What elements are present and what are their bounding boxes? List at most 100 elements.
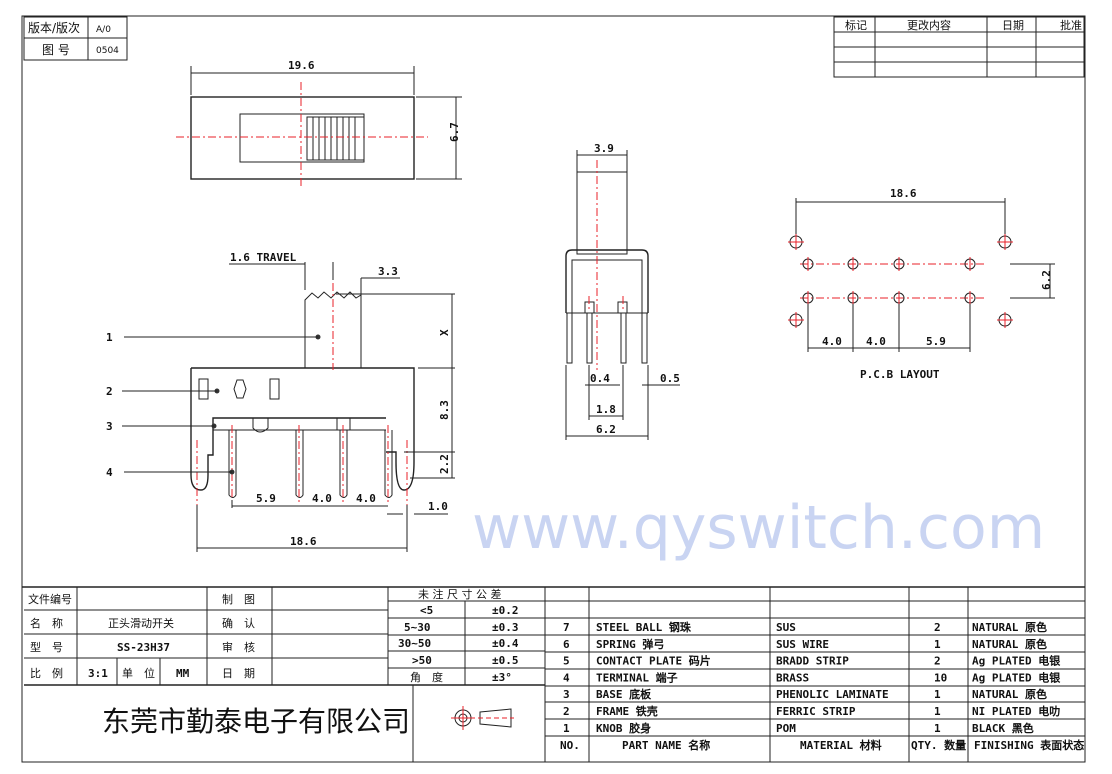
bom-part-name: STEEL BALL 钢珠 [596, 620, 692, 634]
bom-finishing: BLACK 黑色 [972, 721, 1034, 735]
bom-header-qty: QTY. 数量 [911, 738, 966, 752]
front-span1-dim: 1.8 [596, 403, 616, 416]
bom-material: BRASS [776, 671, 809, 684]
rev-header-content: 更改内容 [907, 18, 951, 32]
bom-no: 5 [563, 655, 570, 668]
tol-value: ±0.3 [492, 621, 519, 634]
review-label: 审 核 [222, 640, 255, 654]
top-height-dim: 6.7 [448, 122, 461, 142]
pcb-pitch-2: 4.0 [866, 335, 886, 348]
name-label: 名 称 [30, 616, 63, 630]
bom-qty: 2 [934, 655, 941, 668]
version-block: 版本/版次 A/0 图 号 0504 [23, 16, 128, 61]
tol-value: ±3° [492, 671, 512, 684]
sheet-border [21, 15, 1086, 763]
bom-material: SUS [776, 621, 796, 634]
pcb-height-dim: 6.2 [1040, 270, 1053, 290]
rev-header-mark: 标记 [845, 18, 867, 32]
file-no-label: 文件编号 [28, 592, 72, 606]
bom-no: 2 [563, 705, 570, 718]
unit-value: MM [176, 667, 190, 680]
front-top-dim: 3.9 [594, 142, 614, 155]
x-dim: X [438, 329, 451, 336]
version-value: A/0 [96, 25, 111, 35]
bom-part-name: SPRING 弹弓 [596, 637, 664, 651]
rev-header-approve: 批准 [1060, 18, 1082, 32]
pcb-pitch-3: 5.9 [926, 335, 946, 348]
callout-1: 1 [106, 331, 113, 344]
pitch-dim-2: 4.0 [312, 492, 332, 505]
top-width-dim: 19.6 [288, 59, 315, 72]
top-view: 19.6 6.7 [176, 59, 462, 187]
bom-finishing: NATURAL 原色 [972, 687, 1047, 701]
bom-no: 3 [563, 688, 570, 701]
bom-part-name: CONTACT PLATE 码片 [596, 654, 711, 668]
pitch-dim-3: 4.0 [356, 492, 376, 505]
total-width-dim: 18.6 [290, 535, 317, 548]
pcb-pitch-1: 4.0 [822, 335, 842, 348]
bom-qty: 1 [934, 688, 941, 701]
front-pin2-dim: 0.5 [660, 372, 680, 385]
date-label: 日 期 [222, 667, 255, 680]
unit-label: 单 位 [122, 666, 155, 680]
callout-2: 2 [106, 385, 113, 398]
confirm-label: 确 认 [222, 617, 255, 630]
title-block: 文件编号 制 图 名 称 正头滑动开关 确 认 型 号 SS-23H37 审 核… [22, 586, 1085, 762]
name-value: 正头滑动开关 [108, 616, 174, 630]
front-span2-dim: 6.2 [596, 423, 616, 436]
bom-no: 7 [563, 621, 570, 634]
bom-qty: 2 [934, 621, 941, 634]
travel-dim: 1.6 TRAVEL [230, 251, 297, 264]
bom-material: FERRIC STRIP [776, 705, 856, 718]
tol-range: 30~50 [398, 637, 431, 650]
tolerance-title: 未 注 尺 寸 公 差 [418, 587, 501, 601]
model-value: SS-23H37 [117, 641, 170, 654]
side-view: 1 2 3 4 1.6 TRAVEL 3.3 X 8.3 2.2 5.9 4.0… [106, 251, 455, 552]
bom-qty: 1 [934, 638, 941, 651]
scale-value: 3:1 [88, 667, 108, 680]
rev-header-date: 日期 [1002, 19, 1024, 32]
bom-finishing: NATURAL 原色 [972, 620, 1047, 634]
bom-header-finishing: FINISHING 表面状态 [974, 738, 1084, 752]
knob-dim: 3.3 [378, 265, 398, 278]
bom-header-part-name: PART NAME 名称 [622, 738, 710, 752]
bom-qty: 1 [934, 722, 941, 735]
front-view: 3.9 0.4 0.5 1.8 6.2 [565, 142, 680, 440]
tol-range: >50 [412, 654, 432, 667]
bom-finishing: Ag PLATED 电银 [972, 670, 1061, 684]
bom-part-name: FRAME 铁壳 [596, 704, 658, 718]
tol-range: 5~30 [404, 621, 431, 634]
bom-part-name: TERMINAL 端子 [596, 670, 678, 684]
tol-value: ±0.2 [492, 604, 519, 617]
drawing-no-value: 0504 [96, 46, 119, 56]
tolerance-table: 未 注 尺 寸 公 差 <5 ±0.2 5~30 ±0.3 30~50 ±0.4 >5… [388, 587, 546, 762]
bom-part-name: KNOB 胶身 [596, 721, 651, 735]
pitch-dim-1: 5.9 [256, 492, 276, 505]
tol-value: ±0.5 [492, 654, 519, 667]
pcb-width-dim: 18.6 [890, 187, 917, 200]
bom-header-material: MATERIAL 材料 [800, 738, 882, 752]
bom-finishing: Ag PLATED 电银 [972, 654, 1061, 668]
callout-3: 3 [106, 420, 113, 433]
pcb-layout: 18.6 6.2 4.0 4.0 5.9 P.C.B LAYOUT [788, 187, 1055, 381]
scale-label: 比 例 [30, 666, 63, 680]
pcb-layout-title: P.C.B LAYOUT [860, 368, 940, 381]
height-dim-1: 8.3 [438, 400, 451, 420]
tol-range: <5 [420, 604, 433, 617]
bom-finishing: NATURAL 原色 [972, 637, 1047, 651]
callout-4: 4 [106, 466, 113, 479]
revision-block: 标记 更改内容 日期 批准 [833, 16, 1085, 78]
bom-qty: 1 [934, 705, 941, 718]
bom-material: POM [776, 722, 796, 735]
watermark: www.qyswitch.com [472, 493, 1045, 563]
bom-qty: 10 [934, 671, 947, 684]
tol-value: ±0.4 [492, 637, 519, 650]
height-dim-2: 2.2 [438, 454, 451, 474]
bom-no: 4 [563, 671, 570, 684]
bom-table [545, 587, 1085, 762]
tol-range: 角 度 [410, 670, 443, 684]
front-pin-dim: 0.4 [590, 372, 610, 385]
